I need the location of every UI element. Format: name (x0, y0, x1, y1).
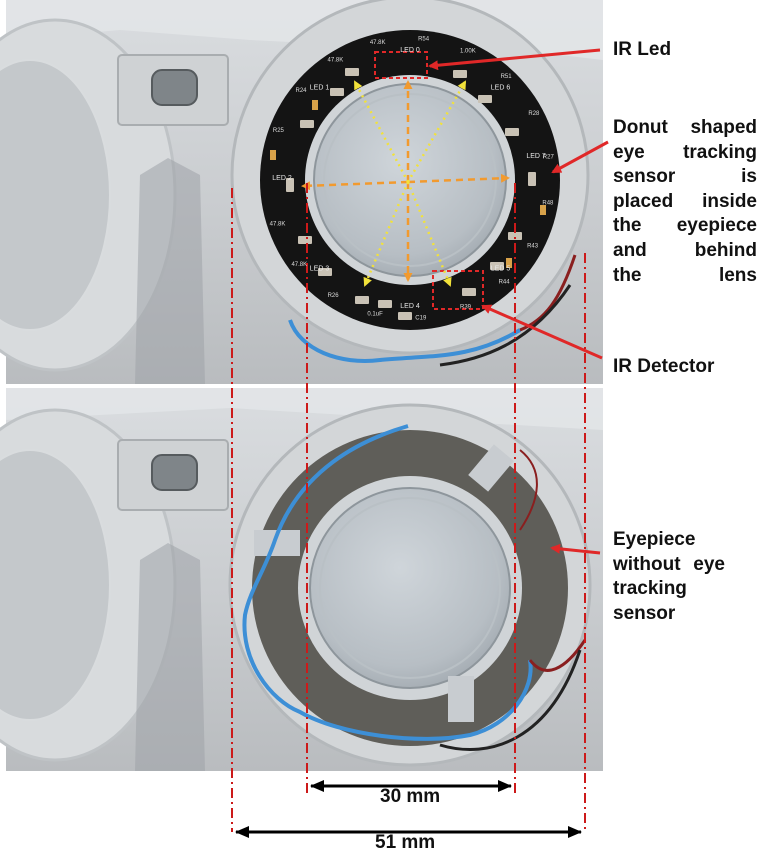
ir-led-label: IR Led (613, 39, 672, 60)
pcb-component-label: 0.1uF (367, 312, 383, 318)
dimension-guides (231, 183, 586, 832)
detector-rays (353, 80, 467, 287)
donut-eye-tracking-sensor (260, 30, 560, 330)
pcb-component-label: R39 (460, 305, 472, 311)
bottom-photo (0, 388, 603, 771)
pcb-led-label: LED 7 (526, 153, 546, 160)
donut-sensor-line-2: eye tracking (613, 141, 757, 163)
donut-sensor-line-4: placed inside (613, 190, 757, 212)
pcb-component-label: R51 (501, 74, 513, 80)
pcb-component-label: R43 (527, 244, 539, 250)
top-photo (0, 0, 609, 384)
donut-sensor-line-6: and behind (613, 239, 757, 261)
pcb-component-label: R27 (543, 154, 555, 160)
pcb-component-label: R25 (273, 128, 285, 134)
ir-led-highlight-box (374, 51, 428, 79)
inner-dimension-label: 30 mm (380, 786, 441, 807)
pcb-components (270, 68, 546, 320)
eyepiece-pointer-arrow (550, 543, 601, 555)
eyepiece-line-4: sensor (613, 602, 676, 624)
pcb-led-label: LED 1 (310, 85, 330, 92)
donut-sensor-label: Donut shaped eye tracking sensor is plac… (613, 116, 757, 288)
pcb-led-label: LED 2 (272, 175, 292, 182)
pcb-component-label: R44 (499, 280, 511, 286)
ir-detector-label: IR Detector (613, 356, 715, 377)
pcb-component-label: 47.8K (328, 58, 344, 64)
blue-wire-top (288, 319, 522, 363)
donut-sensor-line-5: the eyepiece (613, 215, 757, 237)
eyepiece-line-2: without eye (613, 553, 725, 575)
led-rays (301, 80, 510, 282)
pcb-led-label: LED 4 (400, 303, 420, 310)
pcb-led-label: LED 6 (491, 85, 511, 92)
pcb-component-label: R48 (542, 200, 554, 206)
pcb-led-label: LED 0 (400, 47, 420, 54)
outer-dimension-label: 51 mm (375, 832, 436, 853)
pcb-component-label: 47.8K (270, 221, 286, 227)
pcb-led-label: LED 3 (310, 266, 330, 273)
ir-detector-highlight-box (432, 270, 484, 310)
donut-sensor-line-7: the lens (613, 264, 757, 286)
pcb-component-label: R26 (328, 293, 340, 299)
eyepiece-without-sensor (252, 430, 568, 746)
ir-led-pointer-arrow (428, 48, 601, 71)
pcb-component-label: R24 (295, 88, 307, 94)
pcb-component-label: 1.00K (460, 49, 476, 55)
ir-detector-pointer-arrow (481, 304, 603, 360)
pcb-component-label: 47.8K (370, 40, 386, 46)
pcb-component-label: C19 (415, 316, 427, 322)
pcb-component-label: R28 (528, 111, 540, 117)
eyepiece-line-1: Eyepiece (613, 529, 696, 550)
eyepiece-line-3: tracking (613, 578, 687, 600)
pcb-component-label: R54 (418, 37, 430, 43)
blue-wire-bottom (242, 424, 533, 741)
donut-sensor-line-1: Donut shaped (613, 117, 757, 138)
nose-cutout (135, 158, 205, 384)
eyepiece-without-label: Eyepiece without eye tracking sensor (613, 528, 725, 626)
pcb-led-label: LED 5 (491, 266, 511, 273)
donut-sensor-line-3: sensor is (613, 166, 757, 188)
pcb-component-label: 47.8K (291, 262, 307, 268)
donut-sensor-pointer-arrow (551, 140, 609, 174)
